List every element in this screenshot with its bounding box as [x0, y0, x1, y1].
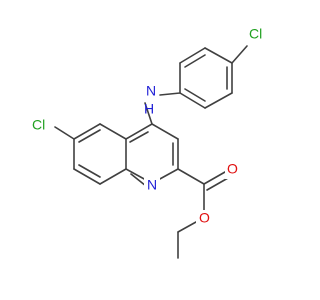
bond — [151, 123, 179, 140]
bond — [179, 92, 206, 109]
chlorine-atom-label: Cl — [249, 26, 262, 42]
bond — [99, 123, 127, 140]
bond — [73, 123, 101, 140]
bond — [204, 92, 233, 109]
bond — [157, 168, 179, 181]
chlorine-atom-label: Cl — [32, 117, 45, 133]
bond — [78, 129, 101, 143]
bond — [159, 92, 181, 96]
bond — [130, 173, 147, 187]
bond — [204, 47, 233, 64]
bond — [184, 88, 206, 102]
bond — [177, 221, 197, 233]
bond — [184, 54, 206, 68]
bond — [54, 126, 75, 140]
carbonyl-oxygen-label: O — [227, 161, 238, 177]
bond-lines — [54, 45, 248, 259]
ring-nitrogen-label: N — [147, 177, 157, 193]
bond — [129, 131, 149, 143]
bond — [125, 123, 153, 140]
ester-oxygen-label: O — [199, 210, 210, 226]
atom-labels: Cl N H Cl N O O — [30, 26, 269, 228]
bond — [179, 47, 206, 64]
bond — [144, 102, 153, 125]
bond — [206, 177, 229, 191]
bond — [231, 45, 248, 64]
amine-hydrogen-label: H — [144, 101, 154, 117]
bond — [125, 168, 147, 181]
amine-nitrogen-label: N — [146, 83, 156, 99]
bond — [203, 171, 226, 185]
bond — [177, 168, 205, 185]
bond — [73, 168, 101, 185]
bond — [78, 164, 101, 178]
bond — [99, 168, 127, 185]
chemical-structure-diagram: Cl N H Cl N O O — [30, 25, 269, 259]
